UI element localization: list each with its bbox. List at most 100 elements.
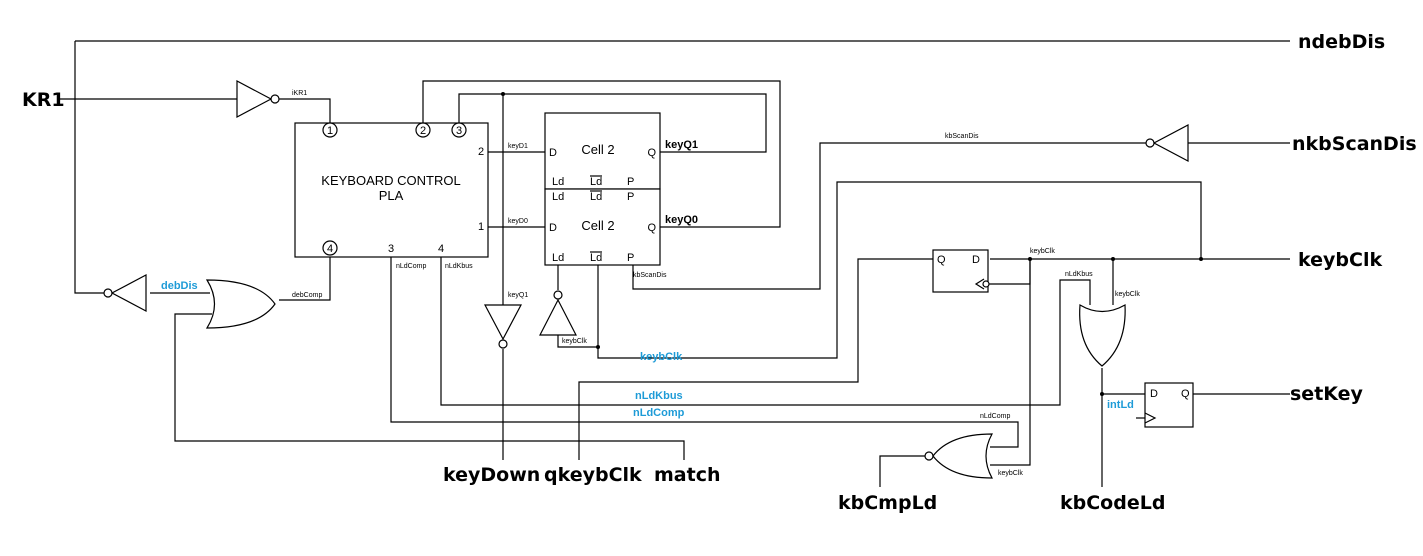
wire-kbScanDis <box>632 142 1148 290</box>
pla-pin-in1: 1 <box>327 125 333 137</box>
cell-bottom-nld2: Ld <box>590 191 602 203</box>
port-setKey: setKey <box>1290 383 1364 405</box>
small-labels: iKR1 keyD1 keyD0 debComp keyQ1 keybClk k… <box>292 90 1140 477</box>
label-keybClk-small1: keybClk <box>562 338 587 345</box>
wire-debComp <box>279 257 331 301</box>
pla-rect <box>294 122 489 258</box>
label-keyD0: keyD0 <box>508 218 528 225</box>
inverter-keydown <box>484 304 522 341</box>
inverter-nkbscandis <box>1152 124 1189 162</box>
cell-bottom-q: Q <box>647 222 656 234</box>
wire-buffer-clk <box>557 335 598 348</box>
pla-sub-nLdKbus: nLdKbus <box>445 263 473 270</box>
pla-pin-circle-3 <box>451 122 467 138</box>
pla-subtitle: PLA <box>379 188 404 203</box>
cell-bottom-ld: Ld <box>552 252 564 264</box>
cell-bottom-name: Cell 2 <box>581 218 614 233</box>
or-gate-kbcmpld-bubble <box>924 451 934 461</box>
wire-keybClk-or <box>990 259 1031 466</box>
port-kbCmpLd: kbCmpLd <box>838 492 937 514</box>
label-keyQ1: keyQ1 <box>665 139 698 151</box>
inverter-cellclk-bubble <box>553 290 563 300</box>
port-keyDown: keyDown <box>443 464 540 486</box>
inverter-kr1-bubble <box>270 94 280 104</box>
ff-int-clock <box>1144 412 1157 424</box>
inverter-debdis-bubble <box>103 288 113 298</box>
cell-bottom-ld2: Ld <box>552 191 564 203</box>
port-ndebDis: ndebDis <box>1298 31 1385 53</box>
ff-int-d: D <box>1150 388 1158 400</box>
port-kbCodeLd: kbCodeLd <box>1060 492 1165 514</box>
port-match: match <box>654 464 721 486</box>
pla-title: KEYBOARD CONTROL <box>321 173 460 188</box>
wires <box>60 40 1290 487</box>
inverter-cellclk <box>539 298 577 336</box>
label-blue-keybClk: keybClk <box>640 351 683 363</box>
blue-labels: debDis keybClk nLdKbus nLdComp intLd <box>161 280 1134 419</box>
pla-pin-in3: 3 <box>456 125 462 137</box>
pla-pin-out4: 4 <box>438 243 444 255</box>
ff-int-q: Q <box>1181 388 1190 400</box>
gates <box>103 80 1189 479</box>
label-keybClk-small4: keybClk <box>998 470 1023 477</box>
port-keybClk: keybClk <box>1298 249 1382 271</box>
label-kbScanDis-top: kbScanDis <box>945 133 979 140</box>
pla-pin-in4: 4 <box>327 243 333 255</box>
wire-match <box>174 313 685 460</box>
label-kbScanDis-small: kbScanDis <box>633 272 667 279</box>
label-nLdComp-small: nLdComp <box>980 413 1010 420</box>
junction-dot <box>596 345 600 349</box>
wire-kbCmpLd <box>879 455 925 487</box>
cell-top-q: Q <box>647 147 656 159</box>
port-nkbScanDis: nkbScanDis <box>1292 133 1417 155</box>
junction-dot <box>1111 257 1115 261</box>
port-KR1: KR1 <box>22 89 65 111</box>
ff-kb-q: Q <box>937 254 946 266</box>
label-nLdKbus-small: nLdKbus <box>1065 271 1093 278</box>
pla-pin-out2: 2 <box>478 146 484 158</box>
pla-pin-in2: 2 <box>420 125 426 137</box>
junction-dot <box>501 92 505 96</box>
cell-bottom-nld: Ld <box>590 252 602 264</box>
pla-pin-circle-4 <box>322 240 338 256</box>
or-gate-debcomp <box>205 279 276 329</box>
wire-iKR1 <box>279 98 331 123</box>
or-gate-intld <box>1079 303 1126 367</box>
inverter-nkbscandis-bubble <box>1145 138 1155 148</box>
pla-pin-circle-2 <box>415 122 431 138</box>
wire-ndebDis-drop <box>74 41 108 294</box>
port-qkeybClk: qkeybClk <box>544 464 642 486</box>
wire-keyQ0-feedback <box>422 80 781 228</box>
cell-top-nld: Ld <box>590 176 602 188</box>
cell-top-name: Cell 2 <box>581 142 614 157</box>
pla-pin-out1: 1 <box>478 221 484 233</box>
inverter-keydown-bubble <box>498 339 508 349</box>
label-keyQ1-small: keyQ1 <box>508 292 528 299</box>
junctions <box>501 92 1203 396</box>
label-blue-nLdComp: nLdComp <box>633 407 685 419</box>
cell-bottom-p: P <box>627 252 634 264</box>
label-keybClk-small3: keybClk <box>1115 291 1140 298</box>
wire-keybClk-loop <box>597 181 1202 359</box>
wire-intLd <box>1101 368 1145 395</box>
label-blue-debDis: debDis <box>161 280 198 292</box>
junction-dot <box>1028 257 1032 261</box>
pla-block: KEYBOARD CONTROL PLA 1 2 3 4 2 1 3 4 nLd… <box>294 122 489 270</box>
port-labels: KR1 ndebDis nkbScanDis keybClk setKey ke… <box>22 31 1417 514</box>
pla-pin-out3: 3 <box>388 243 394 255</box>
cell-top-p: P <box>627 176 634 188</box>
wire-keybClk-ff <box>988 259 1031 285</box>
cell-bottom-d: D <box>549 222 557 234</box>
cell-bottom-p2: P <box>627 191 634 203</box>
pla-pin-circle-1 <box>322 122 338 138</box>
cell-top-rect <box>544 112 661 190</box>
cell-top-ld: Ld <box>552 176 564 188</box>
junction-dot <box>1100 392 1104 396</box>
label-debComp: debComp <box>292 292 322 299</box>
label-keyD1: keyD1 <box>508 143 528 150</box>
cell-bottom-rect <box>544 188 661 266</box>
wire-qkeybClk <box>578 258 933 460</box>
pla-sub-nLdComp: nLdComp <box>396 263 426 270</box>
ff-kb-clock <box>974 278 985 290</box>
